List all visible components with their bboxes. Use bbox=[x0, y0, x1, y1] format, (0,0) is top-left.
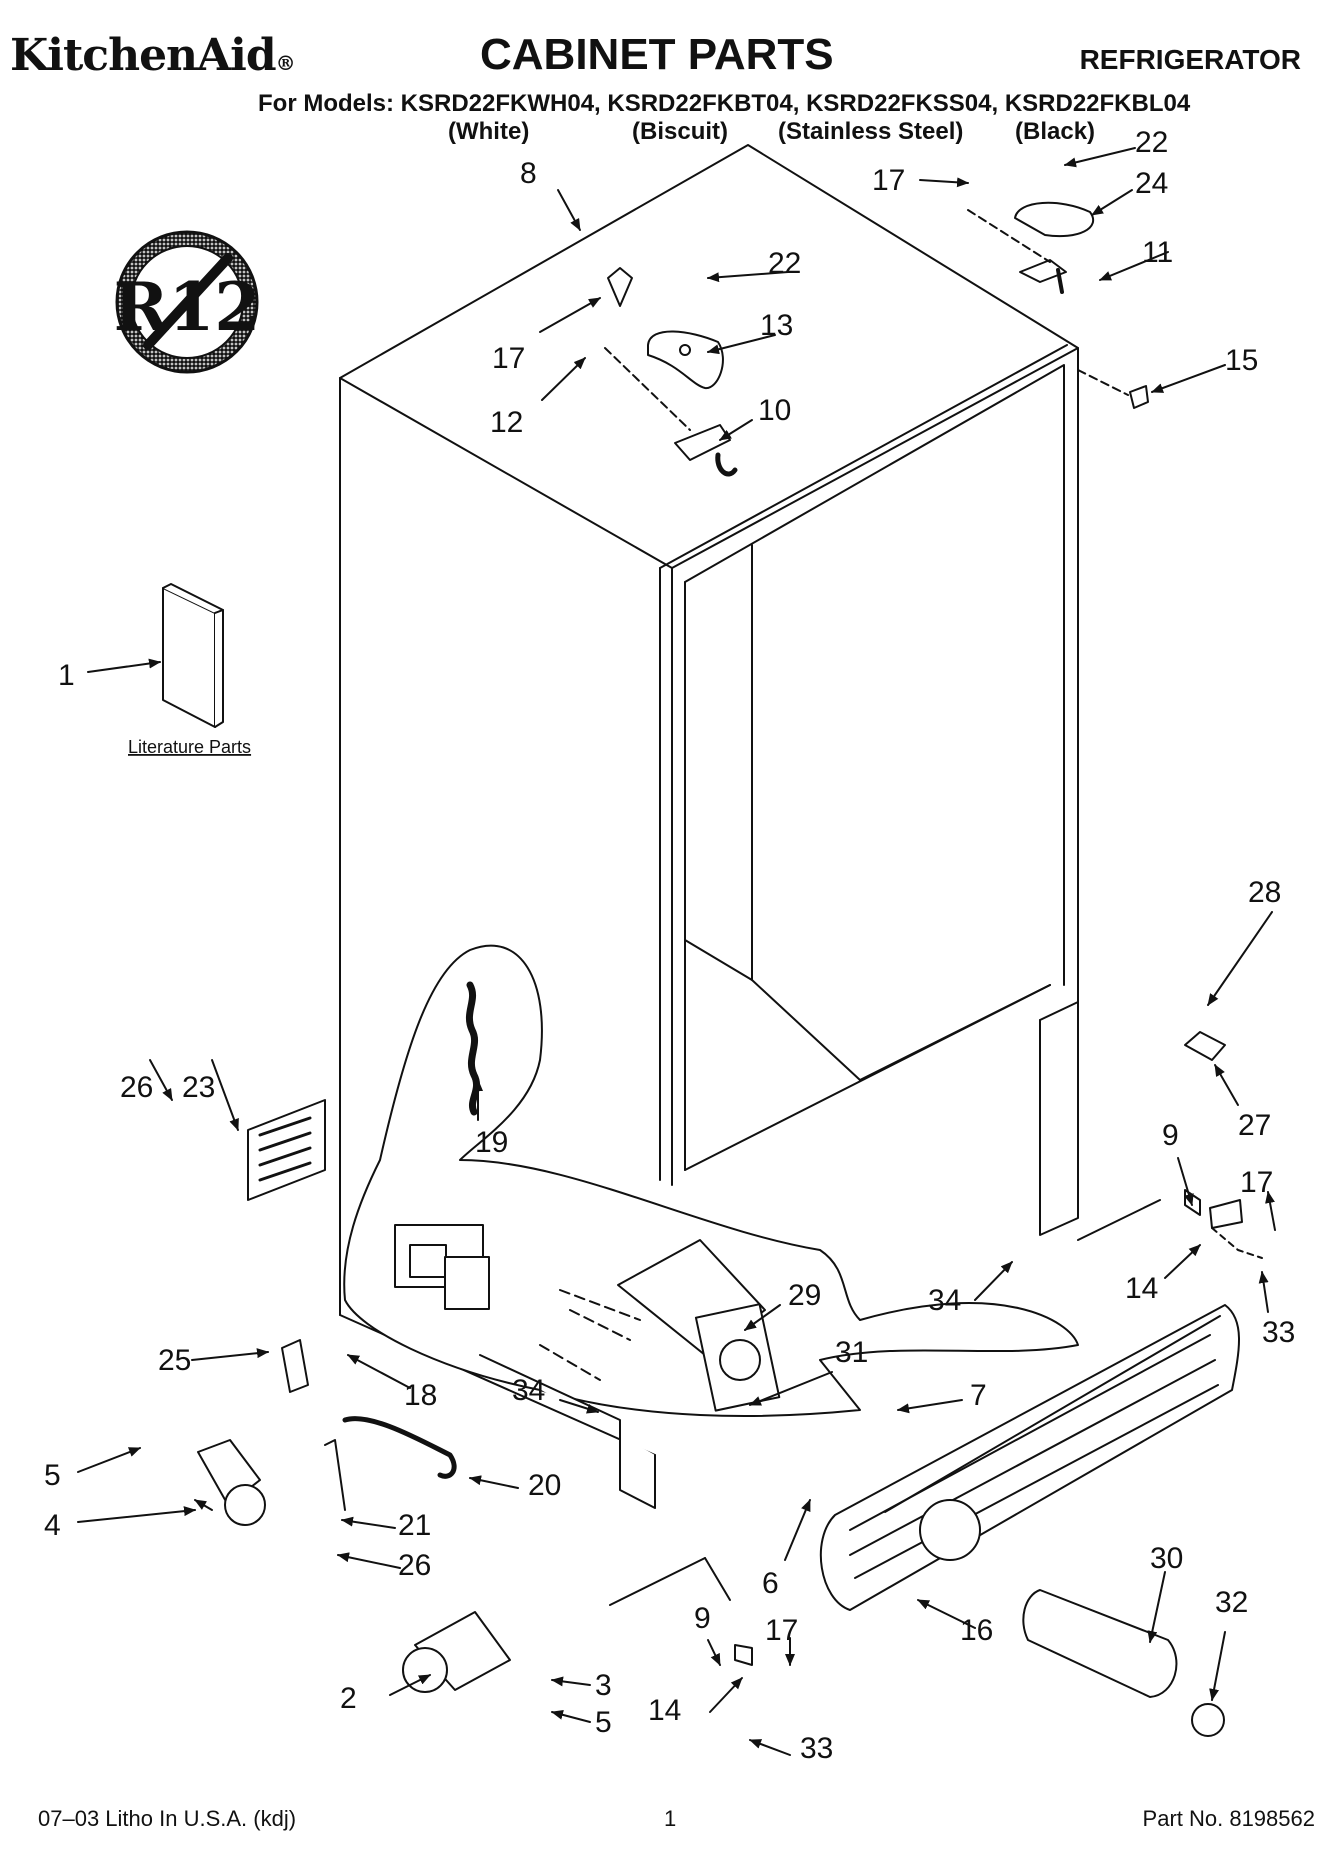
callout-19: 19 bbox=[475, 1126, 508, 1159]
callout-1: 1 bbox=[58, 659, 75, 692]
callout-26-lower: 26 bbox=[398, 1549, 431, 1582]
callout-30: 30 bbox=[1150, 1542, 1183, 1575]
callout-14-bottom: 14 bbox=[648, 1694, 681, 1727]
product-type: REFRIGERATOR bbox=[1079, 44, 1301, 75]
page-number: 1 bbox=[664, 1806, 677, 1831]
callout-leaders bbox=[77, 147, 1276, 1756]
no-r12-badge: R12 bbox=[114, 230, 260, 374]
cabinet-shell bbox=[339, 144, 1161, 1456]
brand-name: KitchenAid bbox=[10, 30, 277, 81]
callout-21: 21 bbox=[398, 1509, 431, 1542]
callout-10: 10 bbox=[758, 394, 791, 427]
callout-34-left: 34 bbox=[512, 1374, 545, 1407]
part-number: Part No. 8198562 bbox=[1142, 1806, 1315, 1831]
upper-hinge-parts bbox=[604, 201, 1149, 477]
callout-33-bottom: 33 bbox=[800, 1732, 833, 1765]
callout-9-right: 9 bbox=[1162, 1119, 1179, 1152]
callout-17-upper-right: 17 bbox=[872, 164, 905, 197]
callout-5-left: 5 bbox=[44, 1459, 61, 1492]
callout-4: 4 bbox=[44, 1509, 61, 1542]
callout-20: 20 bbox=[528, 1469, 561, 1502]
cutaway-mechanical-area bbox=[343, 944, 1079, 1509]
callout-numbers: 1 2 3 5 4 5 6 7 8 9 9 10 11 12 13 14 14 … bbox=[44, 126, 1295, 1765]
callout-15: 15 bbox=[1225, 344, 1258, 377]
literature-parts-label: Literature Parts bbox=[128, 737, 251, 757]
lower-left-parts bbox=[197, 1099, 753, 1693]
callout-23: 23 bbox=[182, 1071, 215, 1104]
callout-22-top: 22 bbox=[1135, 126, 1168, 159]
callout-6: 6 bbox=[762, 1567, 779, 1600]
registered-mark: ® bbox=[275, 51, 296, 75]
callout-13: 13 bbox=[760, 309, 793, 342]
callout-33-right: 33 bbox=[1262, 1316, 1295, 1349]
variant-biscuit: (Biscuit) bbox=[632, 118, 728, 145]
callout-17-upper-left: 17 bbox=[492, 342, 525, 375]
litho-note: 07–03 Litho In U.S.A. (kdj) bbox=[38, 1806, 297, 1831]
callout-17-right: 17 bbox=[1240, 1166, 1273, 1199]
variant-white: (White) bbox=[448, 118, 530, 145]
filter-housing bbox=[617, 1239, 781, 1412]
callout-2: 2 bbox=[340, 1682, 357, 1715]
callout-27: 27 bbox=[1238, 1109, 1271, 1142]
callout-12: 12 bbox=[490, 406, 523, 439]
callout-34-right: 34 bbox=[928, 1284, 961, 1317]
callout-7: 7 bbox=[970, 1379, 987, 1412]
callout-28: 28 bbox=[1248, 876, 1281, 909]
callout-22-upper: 22 bbox=[768, 247, 801, 280]
callout-14-right: 14 bbox=[1125, 1272, 1158, 1305]
toe-grille bbox=[819, 1304, 1240, 1611]
callout-26-upper: 26 bbox=[120, 1071, 153, 1104]
callout-16: 16 bbox=[960, 1614, 993, 1647]
callout-17-bottom: 17 bbox=[765, 1614, 798, 1647]
variant-black: (Black) bbox=[1015, 118, 1096, 145]
callout-11: 11 bbox=[1142, 236, 1173, 269]
callout-25: 25 bbox=[158, 1344, 191, 1377]
callout-24: 24 bbox=[1135, 167, 1168, 200]
callout-9-bottom: 9 bbox=[694, 1602, 711, 1635]
brand-logo: KitchenAid® bbox=[10, 30, 296, 81]
callout-5-bottom: 5 bbox=[595, 1706, 612, 1739]
page-title: CABINET PARTS bbox=[480, 30, 834, 79]
callout-8: 8 bbox=[520, 157, 537, 190]
lower-right-parts bbox=[1184, 1031, 1263, 1259]
water-filter-cartridge bbox=[1022, 1589, 1225, 1737]
model-list: For Models: KSRD22FKWH04, KSRD22FKBT04, … bbox=[258, 90, 1191, 117]
variant-stainless: (Stainless Steel) bbox=[778, 118, 964, 145]
literature-booklet bbox=[162, 583, 224, 728]
callout-29: 29 bbox=[788, 1279, 821, 1312]
callout-32: 32 bbox=[1215, 1586, 1248, 1619]
callout-18: 18 bbox=[404, 1379, 437, 1412]
callout-3: 3 bbox=[595, 1669, 612, 1702]
callout-31: 31 bbox=[835, 1336, 868, 1369]
